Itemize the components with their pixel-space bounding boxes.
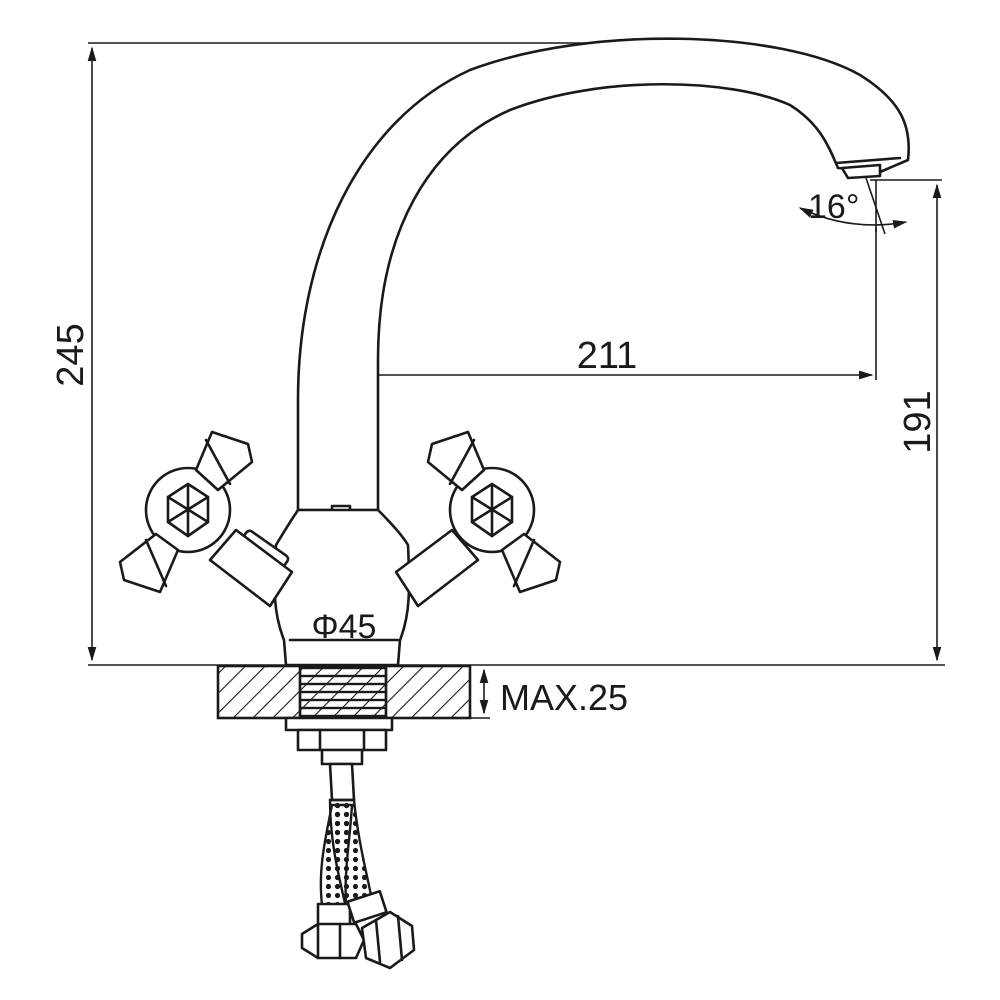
supply-hoses	[316, 762, 388, 928]
right-hose-nut-icon	[360, 910, 416, 970]
dimension-label-spout-height: 191	[897, 390, 939, 453]
left-hose-nut-icon	[300, 922, 366, 960]
dimension-label-spout-reach: 211	[577, 335, 638, 377]
faucet-body: Φ45	[273, 508, 411, 667]
right-handle-cross-icon	[426, 430, 562, 594]
mounting-plate	[216, 664, 472, 720]
dimension-height-total: 245	[50, 42, 945, 666]
dimension-spout-angle: 16°	[798, 177, 908, 235]
dimension-spout-reach: 211	[340, 228, 877, 380]
dimension-label-height-total: 245	[50, 323, 92, 386]
dimension-label-mount-thickness: MAX.25	[500, 677, 628, 718]
dimension-mount-thickness: MAX.25	[470, 668, 628, 719]
dimension-spout-height: 191	[870, 179, 942, 662]
right-valve-stem	[394, 528, 480, 608]
dimension-label-base-diameter: Φ45	[312, 608, 377, 646]
left-handle-cross-icon	[118, 430, 254, 594]
fixing-nut	[284, 716, 394, 766]
spout	[296, 37, 910, 522]
dimension-label-spout-angle: 16°	[808, 188, 859, 226]
left-valve-stem	[208, 528, 294, 608]
